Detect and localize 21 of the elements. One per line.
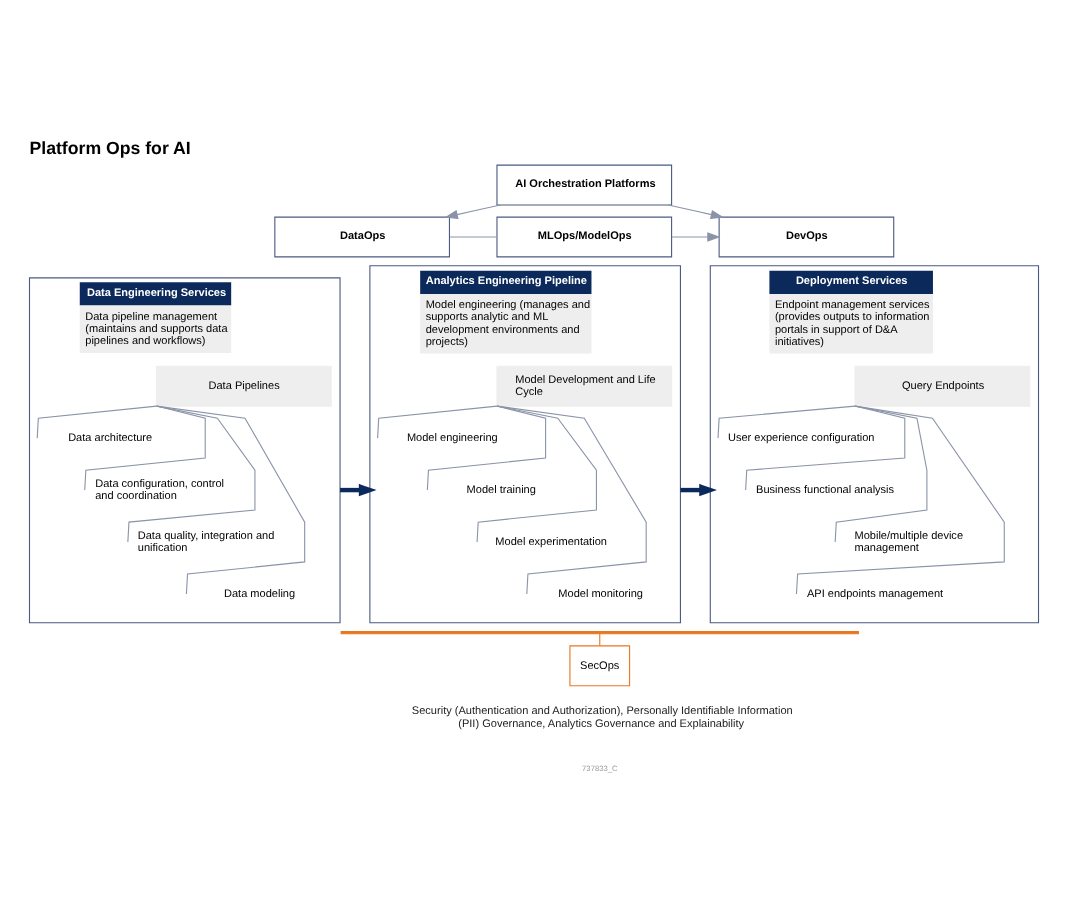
connector xyxy=(449,235,498,237)
node-bar xyxy=(340,630,859,634)
diagram-title: Platform Ops for AI xyxy=(29,136,191,157)
connector xyxy=(127,404,256,542)
connector xyxy=(745,404,906,490)
connector xyxy=(426,404,547,490)
connector xyxy=(36,404,158,438)
connector xyxy=(496,404,647,594)
arrow xyxy=(671,231,721,241)
connector xyxy=(834,404,928,542)
connector xyxy=(377,404,498,438)
connector xyxy=(476,404,597,542)
arrow xyxy=(340,482,377,496)
arrow xyxy=(680,482,717,496)
connector xyxy=(717,404,856,438)
arrow xyxy=(667,203,724,219)
connector xyxy=(84,404,206,490)
connector xyxy=(156,404,306,594)
connector xyxy=(795,404,1005,594)
connector xyxy=(599,632,601,646)
arrow xyxy=(444,203,501,219)
